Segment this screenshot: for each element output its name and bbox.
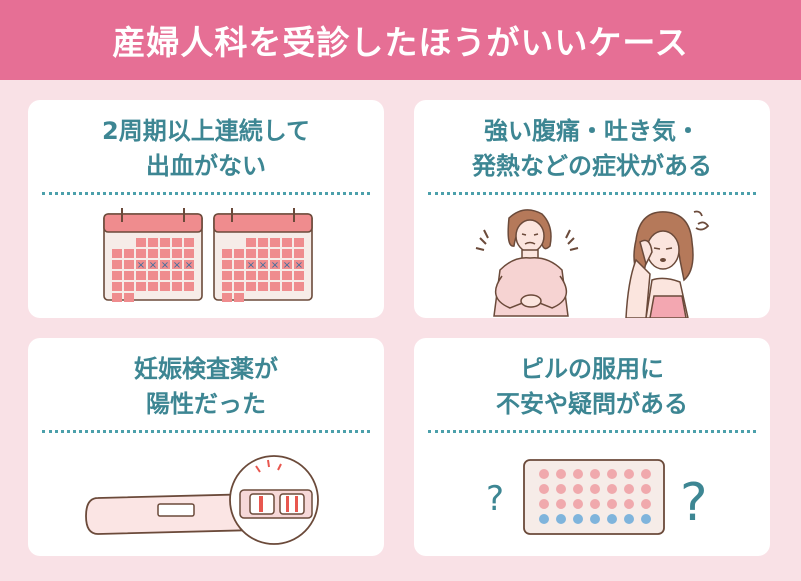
dotted-divider — [42, 192, 370, 195]
sick-woman-icon — [475, 209, 710, 318]
case-title: 強い腹痛・吐き気・ 発熱などの症状がある — [414, 114, 770, 184]
pill — [573, 469, 583, 479]
case-title-line: 2周期以上連続して — [102, 117, 310, 145]
pill — [556, 469, 566, 479]
pill — [624, 469, 634, 479]
pill — [590, 499, 600, 509]
case-title-line: 強い腹痛・吐き気・ — [484, 117, 700, 145]
question-mark-icon: ? — [486, 479, 504, 519]
case-card-pill-concern: ピルの服用に 不安や疑問がある ? ? — [414, 338, 770, 556]
pill — [539, 469, 549, 479]
cross-mark: × — [161, 260, 169, 271]
pill — [539, 514, 549, 524]
pill — [590, 484, 600, 494]
pill — [573, 499, 583, 509]
pill — [641, 484, 651, 494]
page-header: 産婦人科を受診したほうがいいケース — [0, 0, 801, 80]
pill — [556, 499, 566, 509]
woman-headache — [625, 210, 710, 318]
pill — [641, 514, 651, 524]
pill — [556, 514, 566, 524]
calendar-icon: × × × × × × × × × × — [103, 208, 313, 302]
case-title-line: 不安や疑問がある — [496, 390, 688, 418]
dotted-divider — [428, 430, 756, 433]
cross-mark: × — [271, 260, 279, 271]
cross-mark: × — [259, 260, 267, 271]
cross-mark: × — [137, 260, 145, 271]
pill — [590, 469, 600, 479]
pill — [607, 514, 617, 524]
cross-mark: × — [283, 260, 291, 271]
case-title-line: 出血がない — [146, 152, 266, 180]
dotted-divider — [42, 430, 370, 433]
case-title-line: 陽性だった — [146, 390, 266, 418]
calendar: × × × × × — [103, 208, 203, 302]
cross-mark: × — [149, 260, 157, 271]
pill — [624, 484, 634, 494]
case-title-line: 妊娠検査薬が — [134, 355, 278, 383]
case-title: 2周期以上連続して 出血がない — [28, 114, 384, 184]
case-card-no-period: 2周期以上連続して 出血がない × × × × × × × × × × — [28, 100, 384, 318]
case-title: 妊娠検査薬が 陽性だった — [28, 352, 384, 422]
cross-mark: × — [173, 260, 181, 271]
pill — [607, 499, 617, 509]
case-card-pain-nausea: 強い腹痛・吐き気・ 発熱などの症状がある — [414, 100, 770, 318]
pill — [573, 484, 583, 494]
case-title-line: 発熱などの症状がある — [472, 152, 712, 180]
pill — [539, 499, 549, 509]
question-mark-icon: ? — [680, 473, 708, 533]
pill — [607, 484, 617, 494]
pill — [590, 514, 600, 524]
pregnancy-test-icon — [85, 455, 319, 545]
woman-stomach-ache — [475, 209, 579, 317]
cross-mark: × — [295, 260, 303, 271]
dotted-divider — [428, 192, 756, 195]
case-card-pregnancy-test: 妊娠検査薬が 陽性だった — [28, 338, 384, 556]
case-title-line: ピルの服用に — [520, 355, 664, 383]
page-title: 産婦人科を受診したほうがいいケース — [112, 23, 689, 62]
case-title: ピルの服用に 不安や疑問がある — [414, 352, 770, 422]
pill — [624, 499, 634, 509]
pill — [624, 514, 634, 524]
cross-mark: × — [185, 260, 193, 271]
pill — [573, 514, 583, 524]
pill — [607, 469, 617, 479]
calendar: × × × × × — [213, 208, 313, 302]
pill — [641, 469, 651, 479]
cross-mark: × — [247, 260, 255, 271]
pill — [556, 484, 566, 494]
pill-pack-icon: ? ? — [486, 459, 708, 535]
pill — [641, 499, 651, 509]
pill — [539, 484, 549, 494]
